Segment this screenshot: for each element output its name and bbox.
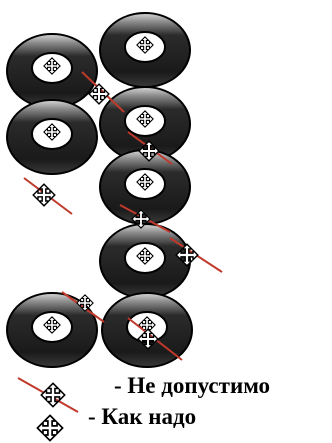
ring [100, 224, 190, 298]
rings-group [7, 13, 192, 367]
ring [7, 34, 97, 108]
move-cross-icon [37, 415, 62, 440]
legend-correct-label: - Как надо [88, 405, 196, 428]
ring [100, 13, 190, 87]
legend-not-allowed-label: - Не допустимо [114, 374, 270, 397]
ring [100, 150, 190, 224]
ring [7, 100, 97, 174]
